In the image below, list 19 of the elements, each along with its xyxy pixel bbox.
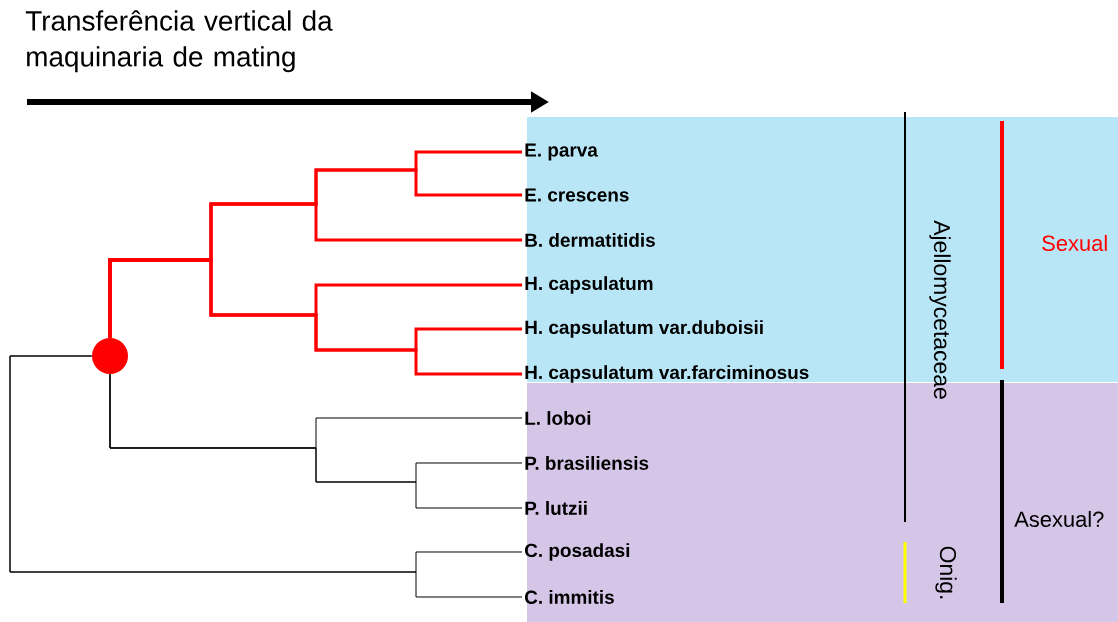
species-label: P. brasiliensis (525, 456, 649, 470)
species-label: B. dermatitidis (525, 233, 655, 247)
species-label: E. crescens (525, 188, 629, 202)
species-label: L. loboi (525, 411, 591, 425)
species-label: C. immitis (525, 590, 614, 604)
species-label: H. capsulatum var.farciminosus (525, 365, 809, 383)
group-label: Sexual (1042, 234, 1107, 252)
species-label: E. parva (525, 143, 598, 161)
node-circle (92, 338, 128, 374)
species-label: P. lutzii (525, 501, 587, 515)
tree-branch (108, 258, 522, 376)
species-label: C. posadasi (525, 543, 630, 561)
group-label: Asexual? (1014, 510, 1104, 528)
group-label: Onig. (935, 546, 957, 599)
group-label: Ajellomycetaceae (929, 220, 951, 399)
tree-branch (109, 373, 523, 509)
title: Transferência vertical da maquinaria de mating (25, 10, 333, 73)
species-label: H. capsulatum var.duboisii (525, 320, 763, 338)
species-label: H. capsulatum (525, 276, 653, 294)
